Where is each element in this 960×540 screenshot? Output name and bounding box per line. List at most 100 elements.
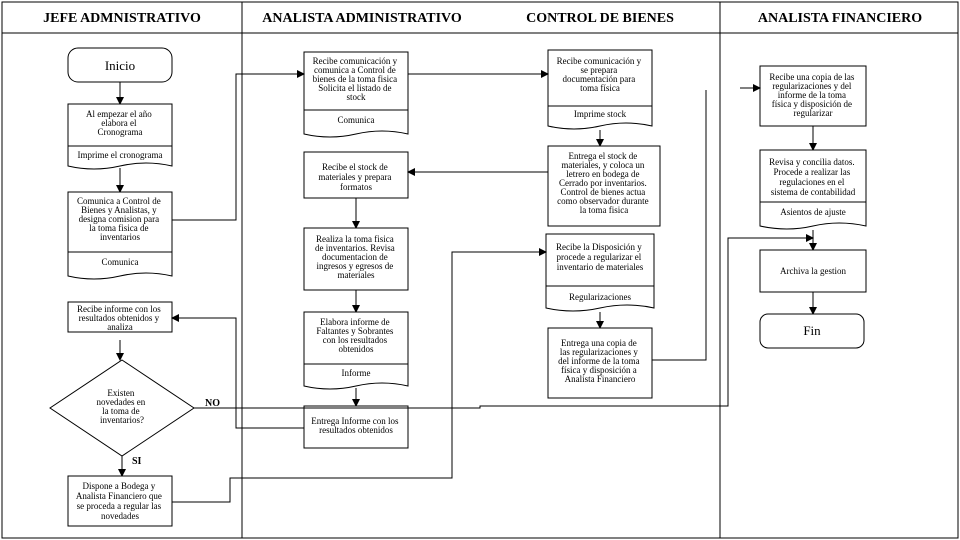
af-recibe-copia-line: Recibe una copia de las <box>769 72 854 82</box>
cb-recibe-disp-document-shape <box>545 285 655 312</box>
comunica-line: inventarios <box>100 232 140 242</box>
decision-line: novedades en <box>97 397 146 407</box>
af-revisa-line: sistema de contabilidad <box>771 187 856 197</box>
comunica-line: la toma fisica de <box>89 223 148 233</box>
cronograma-line: Al empezar el año <box>86 109 152 119</box>
af-revisa-line: regulaciones en el <box>779 177 844 187</box>
cb-recibe-com-document-label: Imprime stock <box>574 109 627 119</box>
decision-line: Existen <box>107 388 134 398</box>
af-revisa-document-shape <box>759 201 867 230</box>
af-revisa-line: Procede a realizar las <box>774 167 851 177</box>
cronograma-document-shape <box>67 145 173 170</box>
end-label: Fin <box>803 323 821 338</box>
dispone-line: Dispone a Bodega y <box>83 481 156 491</box>
af-archiva-text: Archiva la gestion <box>780 266 846 276</box>
aa-recibe-com-document-shape <box>303 109 409 138</box>
aa-recibe-stock-line: formatos <box>340 182 372 192</box>
cb-recibe-com-line: toma física <box>580 83 620 93</box>
cb-entrega-stock-line: materiales, y coloca un <box>561 160 644 170</box>
aa-realiza-line: de inventarios. Revisa <box>315 243 395 253</box>
cb-entrega-copia-box <box>547 327 653 399</box>
cb-recibe-com-line: Recibe comunicación y <box>557 56 642 66</box>
aa-entrega-box <box>303 405 409 449</box>
cb-recibe-disp-line: Recibe la Disposición y <box>556 242 642 252</box>
af-recibe-copia-line: regularizar <box>794 108 833 118</box>
cb-entrega-stock-box <box>547 145 661 227</box>
cb-recibe-com-line: se prepara <box>581 65 618 75</box>
aa-elabora-text: Elabora informe de Faltantes y Sobrantes… <box>316 317 395 354</box>
aa-elabora-document-shape <box>303 363 409 390</box>
lane-title-analista-financiero: ANALISTA FINANCIERO <box>758 11 922 26</box>
recibe-informe-box <box>67 301 173 333</box>
cb-entrega-stock-line: Entrega el stock de <box>569 151 638 161</box>
dispone-line: novedades <box>101 511 139 521</box>
aa-realiza-line: documentacion de <box>322 252 388 262</box>
aa-recibe-com-line: stock <box>347 92 366 102</box>
start-label: Inicio <box>105 58 135 73</box>
comunica-process-text: Comunica a Control de Bienes y Analistas… <box>77 196 163 242</box>
lane-title-jefe: JEFE ADMNISTRATIVO <box>43 11 201 26</box>
cb-recibe-disp-line: procede a regularizar el <box>557 252 642 262</box>
cb-recibe-disp-document-label: Regularizaciones <box>569 292 631 302</box>
cb-recibe-disp-text: Recibe la Disposición y procede a regula… <box>556 242 644 272</box>
af-revisa-box <box>759 149 867 203</box>
connector-copia-to-financiero <box>652 90 707 361</box>
aa-elabora-line: obtenidos <box>339 344 374 354</box>
dispone-line: Analista Financiero que <box>76 491 162 501</box>
comunica-document-label: Comunica <box>102 257 139 267</box>
cronograma-document-label: Imprime el cronograma <box>78 150 163 160</box>
comunica-line: designa comision para <box>79 214 159 224</box>
cb-entrega-copia-line: Entrega una copia de <box>561 338 637 348</box>
cb-recibe-com-text: Recibe comunicación y se prepara documen… <box>557 56 644 93</box>
aa-recibe-com-document-label: Comunica <box>338 115 375 125</box>
cb-entrega-stock-line: letrero en bodega de <box>566 169 639 179</box>
cb-recibe-com-document-shape <box>547 105 653 130</box>
cronograma-line: elabora el <box>101 118 137 128</box>
aa-realiza-text: Realiza la toma fisica de inventarios. R… <box>315 234 397 280</box>
aa-entrega-line: Entrega Informe con los <box>311 416 399 426</box>
cb-recibe-com-box <box>547 49 653 107</box>
cronograma-line: Cronograma <box>98 127 143 137</box>
dispone-line: se proceda a regular las <box>77 501 162 511</box>
cb-recibe-disp-box <box>545 233 655 287</box>
aa-elabora-box <box>303 311 409 365</box>
af-recibe-copia-text: Recibe una copia de las regularizaciones… <box>769 72 856 118</box>
af-revisa-document-label: Asientos de ajuste <box>780 207 846 217</box>
decision-text: Existen novedades en la toma de inventar… <box>97 388 148 425</box>
aa-recibe-com-line: Recibe comunicación y <box>313 56 398 66</box>
decision-no-label: NO <box>205 398 220 409</box>
af-revisa-text: Revisa y concilia datos. Procede a reali… <box>769 157 857 197</box>
cronograma-process-text: Al empezar el año elabora el Cronograma <box>86 109 154 137</box>
aa-recibe-com-line: Solicita el listado de <box>318 83 391 93</box>
comunica-document-shape <box>67 251 173 280</box>
recibe-informe-line: Recibe informe con los <box>77 304 161 314</box>
connector-entrega-to-jefe <box>171 314 304 429</box>
dispone-text: Dispone a Bodega y Analista Financiero q… <box>76 481 164 521</box>
cb-entrega-copia-line: Analista Financiero <box>565 374 636 384</box>
connector-no-to-archiva <box>194 234 814 409</box>
comunica-line: Comunica a Control de <box>77 196 161 206</box>
cb-recibe-com-line: documentación para <box>563 74 636 84</box>
aa-elabora-line: con los resultados <box>323 335 388 345</box>
cb-entrega-copia-line: las regularizaciones y <box>560 347 638 357</box>
cb-entrega-stock-text: Entrega el stock de materiales, y coloca… <box>557 151 651 215</box>
af-recibe-copia-line: regularizaciones y del <box>772 81 851 91</box>
lane-title-control-bienes: CONTROL DE BIENES <box>526 11 674 26</box>
af-recibe-copia-line: informe de la toma <box>778 90 846 100</box>
connector-dispone-to-control <box>172 248 547 503</box>
aa-recibe-stock-text: Recibe el stock de materiales y prepara … <box>318 162 393 192</box>
decision-line: inventarios? <box>100 415 144 425</box>
aa-realiza-line: ingresos y egresos de <box>317 261 394 271</box>
comunica-process-box <box>67 191 173 253</box>
recibe-informe-line: analiza <box>107 322 132 332</box>
recibe-informe-line: resultados obtenidos y <box>79 313 160 323</box>
cb-entrega-stock-line: la toma fisica <box>580 205 628 215</box>
aa-recibe-stock-line: materiales y prepara <box>318 172 391 182</box>
aa-entrega-line: resultados obtenidos <box>319 425 393 435</box>
recibe-informe-text: Recibe informe con los resultados obteni… <box>77 304 163 332</box>
af-revisa-line: Revisa y concilia datos. <box>769 157 854 167</box>
decision-si-label: SI <box>132 456 142 467</box>
connector-comunica-to-analista <box>172 70 305 221</box>
end-terminal <box>759 313 865 349</box>
